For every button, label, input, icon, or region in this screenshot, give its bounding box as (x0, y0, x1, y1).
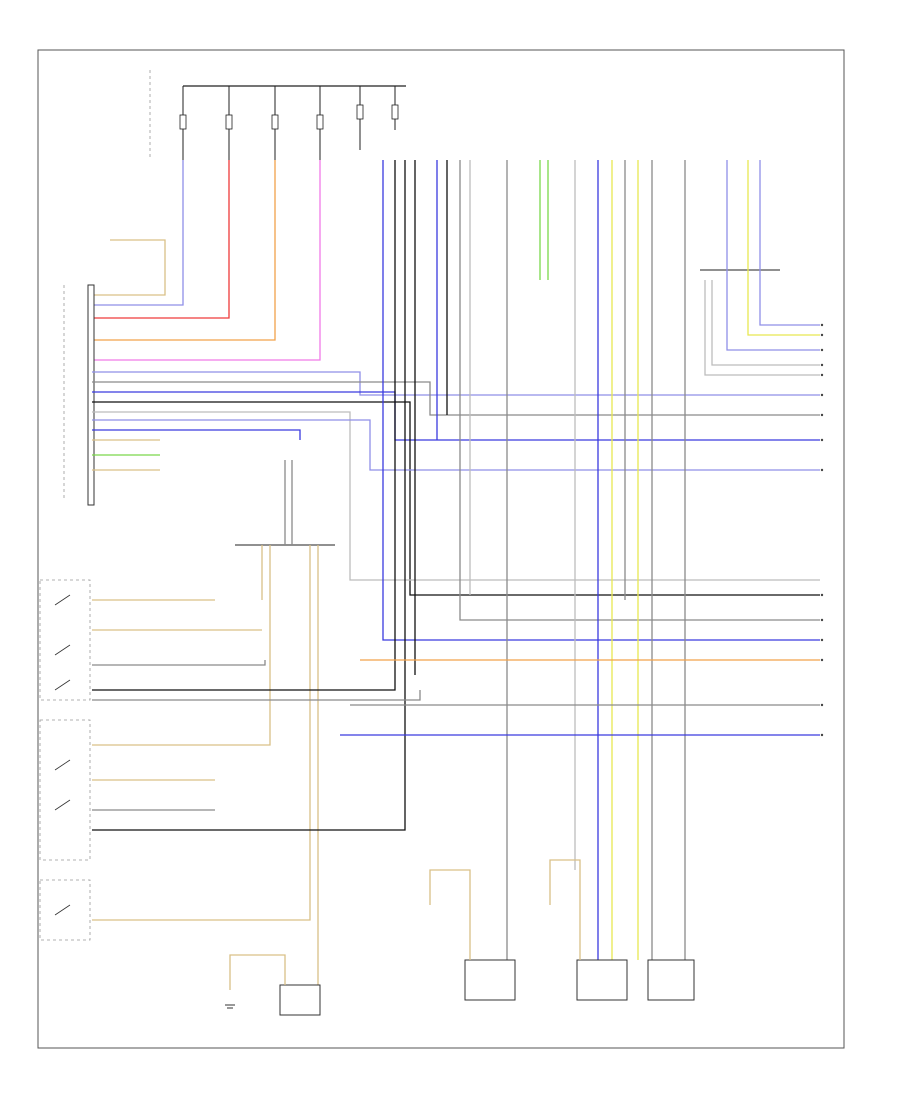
control-module (63, 284, 95, 506)
middle-connector (92, 460, 335, 990)
bottom-components (225, 859, 695, 1016)
right-wires (92, 160, 820, 960)
wire-orange (92, 160, 276, 341)
module-wires (92, 371, 820, 596)
wire-pink (92, 160, 321, 361)
switch-symbol-icon (54, 594, 71, 916)
top-right-connector (700, 160, 820, 376)
fuse-wires (92, 160, 321, 361)
wire-tan-top (92, 239, 166, 296)
fuse-icon (179, 104, 399, 130)
diagram-frame (37, 49, 845, 1049)
wire-violet (92, 160, 184, 306)
left-switches (39, 579, 262, 941)
ground-icon (225, 1004, 235, 1009)
fuse-box (149, 70, 406, 160)
right-terminals (820, 323, 824, 737)
wire-red (92, 160, 230, 319)
